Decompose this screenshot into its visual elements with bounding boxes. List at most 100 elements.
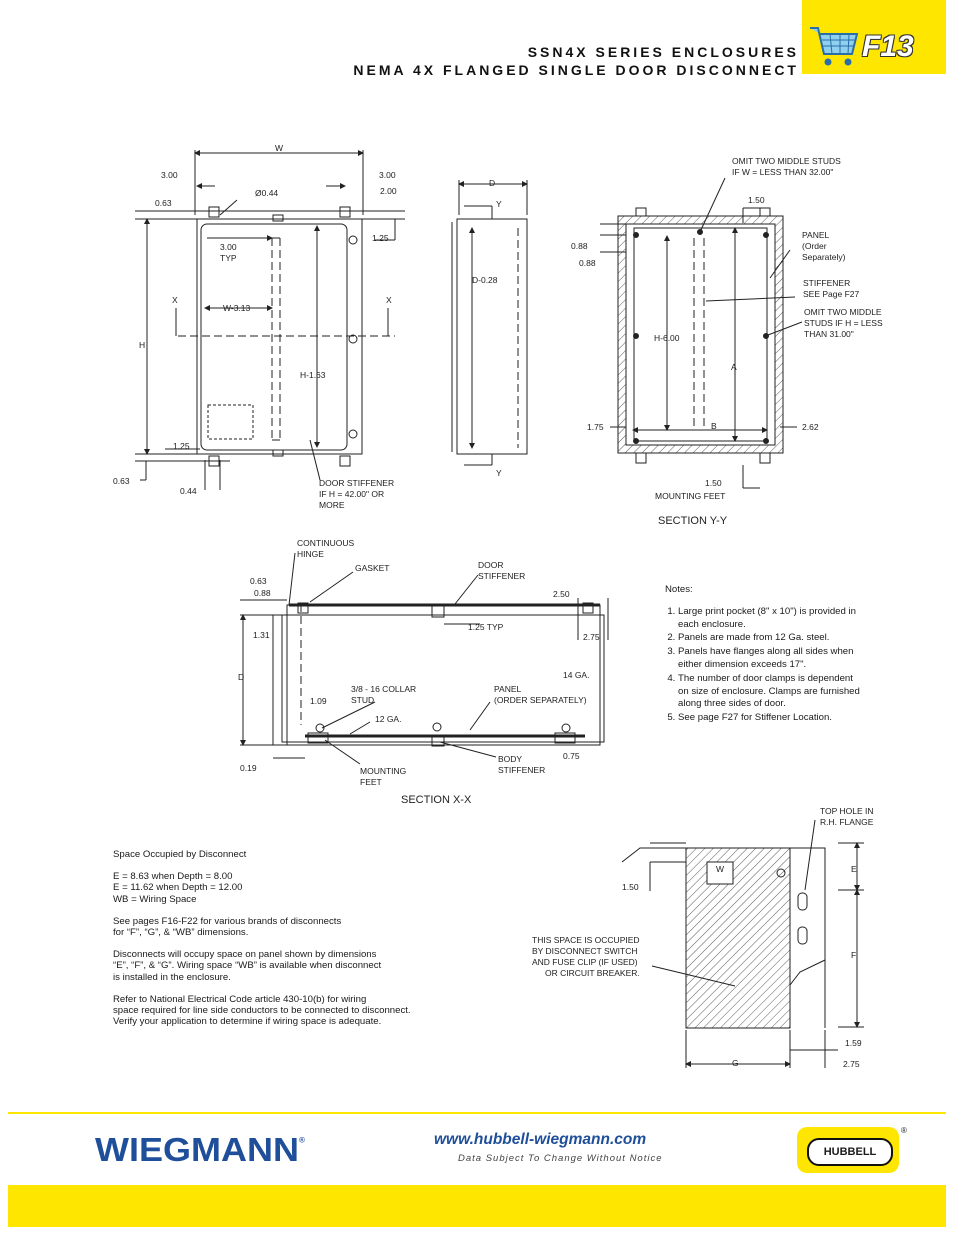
- dim-typ: TYP: [220, 253, 237, 263]
- dim-right-300: 3.00: [379, 170, 396, 180]
- section-y-bot: Y: [496, 468, 502, 478]
- hinge-label-2: HINGE: [297, 549, 324, 559]
- mounting-feet-label: MOUNTING FEET: [655, 491, 725, 501]
- shopping-cart-icon: [810, 27, 859, 66]
- section-y-top: Y: [496, 199, 502, 209]
- dim-top-125: 1.25: [372, 233, 389, 243]
- dim-e: E: [851, 864, 857, 874]
- disconnect-diagram: [621, 819, 864, 1068]
- dim-xx-063: 0.63: [250, 576, 267, 586]
- dim-yy-262: 2.62: [802, 422, 819, 432]
- section-xx-title: SECTION X-X: [401, 794, 472, 806]
- collar-stud-label-2: STUD: [351, 695, 374, 705]
- dim-right-200: 2.00: [380, 186, 397, 196]
- door-stiffener-label-1: DOOR STIFFENER: [319, 478, 394, 488]
- side-view-drawing: [451, 180, 528, 466]
- top-hole-label-2: R.H. FLANGE: [820, 817, 874, 827]
- wiegmann-logo: WIEGMANN®: [95, 1131, 305, 1170]
- stiffener-label-1: STIFFENER: [803, 278, 850, 288]
- door-stiffener-label-3: MORE: [319, 500, 345, 510]
- omit-h-label-2: STUDS IF H = LESS: [804, 318, 883, 328]
- front-view-drawing: [135, 150, 405, 490]
- info-paragraph: Refer to National Electrical Code articl…: [113, 993, 411, 1028]
- dim-yy-088b: 0.88: [579, 258, 596, 268]
- dim-wb: W: [716, 864, 724, 874]
- dim-dd-275: 2.75: [843, 1059, 860, 1069]
- section-x-left: X: [172, 295, 178, 305]
- section-yy-labels: OMIT TWO MIDDLE STUDS IF W = LESS THAN 3…: [571, 156, 883, 527]
- omit-h-label-1: OMIT TWO MIDDLE: [804, 307, 882, 317]
- mounting-feet-xx-1: MOUNTING: [360, 766, 406, 776]
- hinge-label-1: CONTINUOUS: [297, 538, 354, 548]
- header-title-line1: SSN4X SERIES ENCLOSURES: [527, 44, 799, 60]
- dim-yy-a: A: [731, 362, 737, 372]
- dim-xx-109: 1.09: [310, 696, 327, 706]
- disconnect-diagram-labels: TOP HOLE IN R.H. FLANGE E W 1.50 THIS SP…: [532, 806, 874, 1069]
- section-x-right: X: [386, 295, 392, 305]
- dim-w: W: [275, 143, 283, 153]
- dim-d-minus: D-0.28: [472, 275, 498, 285]
- dim-typ-300: 3.00: [220, 242, 237, 252]
- note-item: The number of door clamps is dependent o…: [678, 673, 865, 711]
- section-xx-drawing: [240, 552, 609, 765]
- omit-w-label-1: OMIT TWO MIDDLE STUDS: [732, 156, 841, 166]
- dim-bot-063: 0.63: [113, 476, 130, 486]
- dim-h: H: [139, 340, 145, 350]
- disclaimer-text: Data Subject To Change Without Notice: [458, 1153, 663, 1164]
- notes-title: Notes:: [665, 584, 693, 595]
- footer-bar: [8, 1185, 946, 1227]
- dim-left-300: 3.00: [161, 170, 178, 180]
- front-view-labels: W 3.00 3.00 2.00 0.63 Ø0.44 3.00 TYP 1.2…: [113, 143, 397, 510]
- panel-xx-label-1: PANEL: [494, 684, 522, 694]
- note-item: Large print pocket (8" x 10") is provide…: [678, 606, 865, 632]
- panel-label-2: (Order: [802, 241, 827, 251]
- dim-xx-075: 0.75: [563, 751, 580, 761]
- dim-bot-044: 0.44: [180, 486, 197, 496]
- panel-label-3: Separately): [802, 252, 846, 262]
- note-item: Panels are made from 12 Ga. steel.: [678, 632, 865, 645]
- dim-h-minus: H-1.63: [300, 370, 326, 380]
- dim-yy-175: 1.75: [587, 422, 604, 432]
- info-paragraph: See pages F16-F22 for various brands of …: [113, 915, 342, 939]
- section-xx-labels: CONTINUOUS HINGE GASKET DOOR STIFFENER 0…: [238, 538, 600, 806]
- body-stiffener-2: STIFFENER: [498, 765, 545, 775]
- note-item: See page F27 for Stiffener Location.: [678, 712, 865, 725]
- dim-xx-131: 1.31: [253, 630, 270, 640]
- dim-hole: Ø0.44: [255, 188, 278, 198]
- dim-top-063: 0.63: [155, 198, 172, 208]
- dim-yy-b: B: [711, 421, 717, 431]
- section-yy-drawing: [600, 177, 803, 489]
- body-stiffener-1: BODY: [498, 754, 522, 764]
- dim-dd-150: 1.50: [622, 882, 639, 892]
- info-paragraph: E = 8.63 when Depth = 8.00 E = 11.62 whe…: [113, 871, 243, 905]
- note-item: Panels have flanges along all sides when…: [678, 646, 865, 672]
- dim-side-d: D: [489, 178, 495, 188]
- disconnect-info: Space Occupied by Disconnect E = 8.63 wh…: [113, 849, 443, 1038]
- website-link[interactable]: www.hubbell-wiegmann.com: [434, 1131, 647, 1148]
- hubbell-logo-text: HUBBELL: [807, 1138, 893, 1166]
- dim-bot-125: 1.25: [173, 441, 190, 451]
- hubbell-logo: HUBBELL: [797, 1127, 899, 1173]
- omit-h-label-3: THAN 31.00": [804, 329, 854, 339]
- omit-w-label-2: IF W = LESS THAN 32.00": [732, 167, 833, 177]
- door-stiffener-xx-1: DOOR: [478, 560, 504, 570]
- header-title-line2: NEMA 4X FLANGED SINGLE DOOR DISCONNECT: [353, 62, 799, 78]
- stiffener-label-2: SEE Page F27: [803, 289, 860, 299]
- occupied-label-4: OR CIRCUIT BREAKER.: [545, 968, 640, 978]
- mounting-feet-xx-2: FEET: [360, 777, 382, 787]
- occupied-label-2: BY DISCONNECT SWITCH: [532, 946, 637, 956]
- dim-xx-d: D: [238, 672, 244, 682]
- dim-yy-150-bot: 1.50: [705, 478, 722, 488]
- footer-divider: [8, 1112, 946, 1114]
- page-code: F13: [862, 30, 914, 63]
- side-view-labels: D Y D-0.28 Y: [472, 178, 502, 478]
- ga14-label: 14 GA.: [563, 670, 589, 680]
- occupied-label-1: THIS SPACE IS OCCUPIED: [532, 935, 640, 945]
- page-header-title: SSN4X SERIES ENCLOSURES NEMA 4X FLANGED …: [353, 43, 799, 79]
- dim-yy-150-top: 1.50: [748, 195, 765, 205]
- ga12-label: 12 GA.: [375, 714, 401, 724]
- dim-xx-250: 2.50: [553, 589, 570, 599]
- dim-w-minus: W-3.13: [223, 303, 251, 313]
- dim-g: G: [732, 1058, 739, 1068]
- panel-xx-label-2: (ORDER SEPARATELY): [494, 695, 587, 705]
